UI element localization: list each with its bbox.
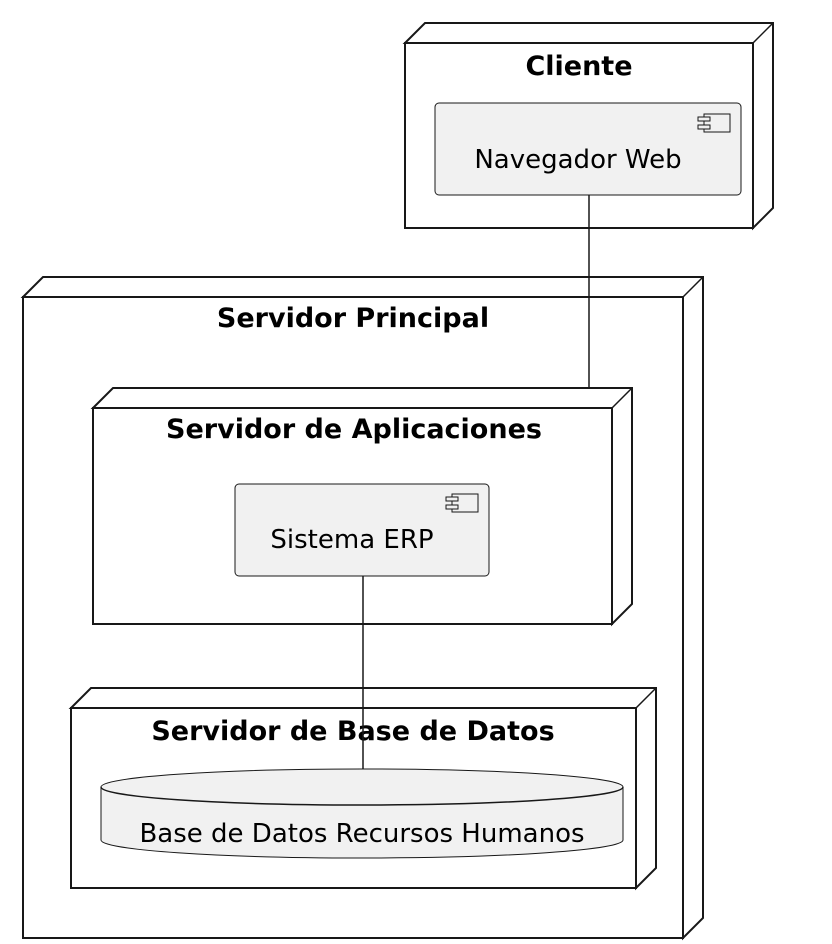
component-sistema-erp: Sistema ERP — [234, 483, 490, 577]
database-cylinder — [100, 768, 624, 859]
node-servidor-base-datos: Servidor de Base de Datos Base de Datos … — [68, 687, 657, 891]
node-servidor-principal: Servidor Principal Servidor de Aplicacio… — [20, 276, 704, 941]
node-cliente: Cliente Navegador Web — [402, 22, 774, 231]
node-servidor-aplicaciones: Servidor de Aplicaciones Sistema ERP — [90, 387, 633, 627]
component-navegador-web-label: Navegador Web — [474, 145, 681, 175]
node-servidor-principal-title: Servidor Principal — [217, 303, 489, 334]
uml-component-icon — [445, 493, 479, 513]
uml-component-icon — [697, 113, 731, 133]
node-cliente-title: Cliente — [525, 51, 632, 82]
database-recursos-humanos: Base de Datos Recursos Humanos — [100, 768, 624, 859]
component-navegador-web: Navegador Web — [434, 102, 742, 196]
component-sistema-erp-label: Sistema ERP — [270, 525, 433, 555]
component-sistema-erp-box — [234, 483, 490, 577]
component-navegador-web-box — [434, 102, 742, 196]
database-label: Base de Datos Recursos Humanos — [139, 819, 584, 849]
node-servidor-base-datos-title: Servidor de Base de Datos — [151, 716, 554, 747]
node-servidor-aplicaciones-title: Servidor de Aplicaciones — [166, 414, 542, 445]
